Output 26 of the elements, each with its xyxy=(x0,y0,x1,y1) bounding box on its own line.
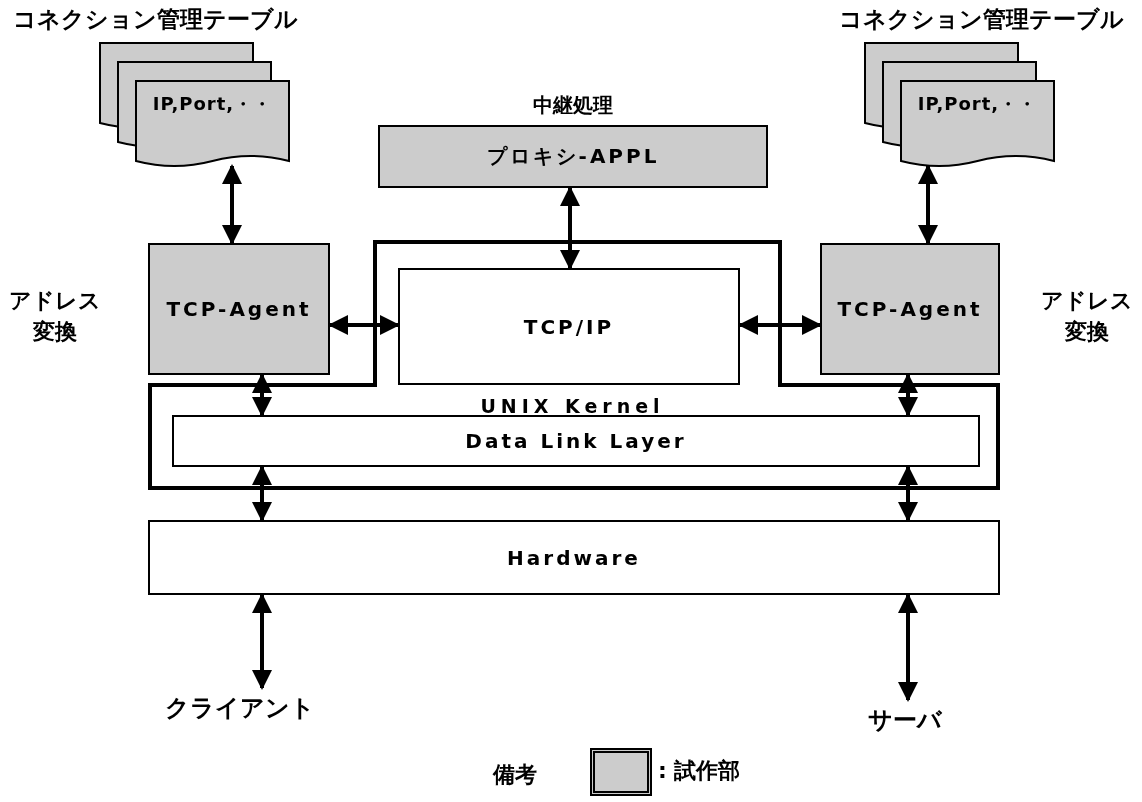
arrow xyxy=(252,593,272,690)
layer-box: Data Link Layer xyxy=(172,415,980,467)
table-text: IP,Port,・・ xyxy=(151,92,274,116)
endpoint-label: サーバ xyxy=(840,700,970,740)
arrow xyxy=(898,373,918,417)
arrow xyxy=(222,164,242,245)
heading: コネクション管理テーブル xyxy=(11,5,299,34)
agent-box: TCP-Agent xyxy=(148,243,330,375)
layer-box: Hardware xyxy=(148,520,1000,595)
legend-text: : 試作部 xyxy=(658,757,742,785)
heading: 中継処理 xyxy=(532,92,614,119)
arrow xyxy=(898,465,918,522)
arrow xyxy=(898,593,918,702)
side-label: アドレス変換 xyxy=(1040,287,1134,346)
table-text: IP,Port,・・ xyxy=(916,92,1039,116)
arrow xyxy=(252,373,272,417)
arrow xyxy=(560,186,580,270)
note-label: 備考 xyxy=(491,761,538,789)
heading: コネクション管理テーブル xyxy=(837,5,1125,34)
arrow xyxy=(918,164,938,245)
layer-box: TCP/IP xyxy=(398,268,740,385)
agent-box: TCP-Agent xyxy=(820,243,1000,375)
process-box: プロキシ-APPL xyxy=(378,125,768,188)
arrow xyxy=(252,465,272,522)
endpoint-label: クライアント xyxy=(150,688,330,728)
side-label: アドレス変換 xyxy=(8,287,102,346)
